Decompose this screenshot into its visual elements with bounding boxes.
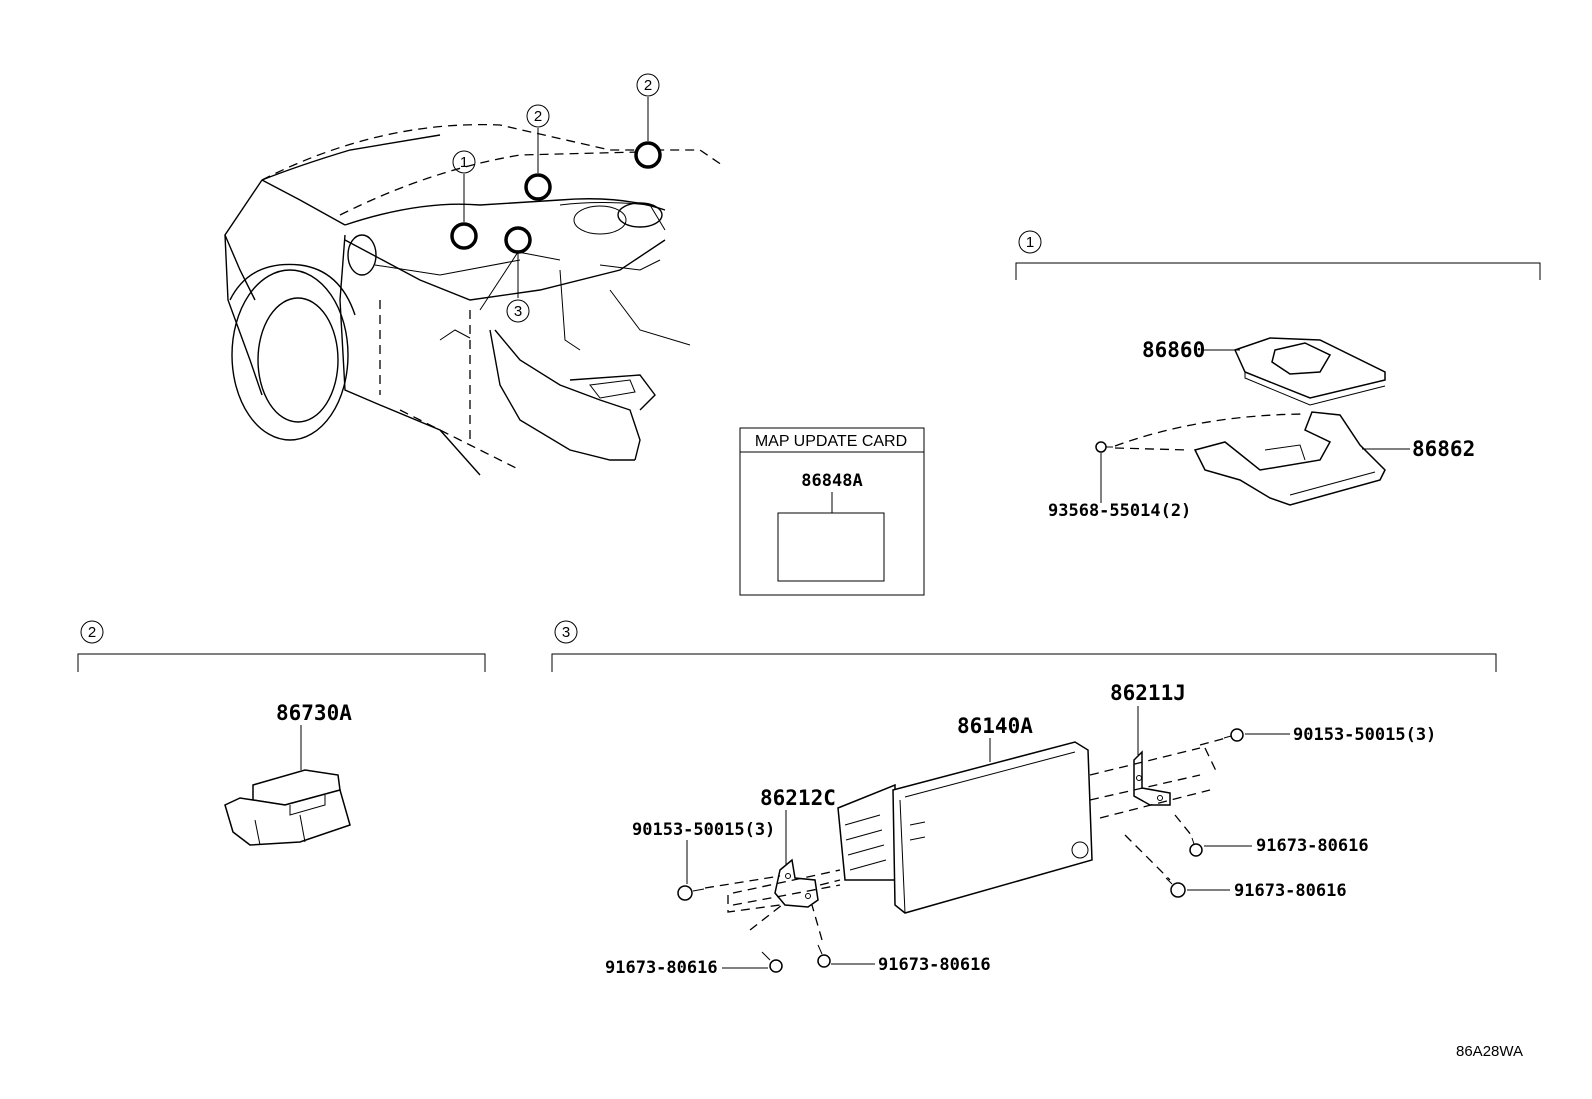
callout-1-top: 1 xyxy=(452,150,476,174)
module-86730A xyxy=(224,769,351,846)
svg-text:1: 1 xyxy=(1026,234,1034,251)
label-86860: 86860 xyxy=(1142,338,1205,362)
map-update-card-title: MAP UPDATE CARD xyxy=(755,433,907,450)
callout-3-top: 3 xyxy=(506,299,530,323)
label-91673-80616-bottom-left: 91673-80616 xyxy=(605,958,718,978)
label-91673-80616-right-2: 91673-80616 xyxy=(1234,881,1347,901)
map-update-card-box: MAP UPDATE CARD 86848A xyxy=(739,427,925,596)
section-3: 3 86140A 86211J 86 xyxy=(551,620,1497,978)
svg-text:2: 2 xyxy=(534,108,542,125)
svg-text:2: 2 xyxy=(88,624,96,641)
screw-left xyxy=(677,885,705,901)
label-86212C: 86212C xyxy=(760,786,836,810)
label-86140A: 86140A xyxy=(957,714,1033,738)
svg-text:3: 3 xyxy=(562,624,570,641)
bracket-86212C xyxy=(774,858,819,908)
display-unit-86140A xyxy=(837,741,1093,914)
label-93568-55014: 93568-55014(2) xyxy=(1048,501,1191,521)
label-86211J: 86211J xyxy=(1110,681,1186,705)
vehicle-interior-illustration xyxy=(224,97,723,476)
label-90153-50015-right: 90153-50015(3) xyxy=(1293,725,1436,745)
bolt-bottom-left xyxy=(761,951,783,973)
label-86862: 86862 xyxy=(1412,437,1475,461)
svg-text:1: 1 xyxy=(460,154,468,171)
bolt-right-2 xyxy=(1165,877,1186,898)
module-86860 xyxy=(1233,337,1386,406)
label-90153-50015-left: 90153-50015(3) xyxy=(632,820,775,840)
bracket-86211J xyxy=(1133,750,1171,806)
callout-2-top-b: 2 xyxy=(636,73,660,97)
label-86730A: 86730A xyxy=(276,701,352,725)
callout-2-top-a: 2 xyxy=(526,104,550,128)
bracket-86862 xyxy=(1193,411,1386,506)
label-91673-80616-bottom-mid: 91673-80616 xyxy=(878,955,991,975)
svg-text:2: 2 xyxy=(644,77,652,94)
section-2: 2 86730A xyxy=(77,620,486,846)
screw-93568-55014 xyxy=(1095,441,1113,453)
screw-right-top xyxy=(1223,728,1244,742)
bolt-right-1 xyxy=(1189,837,1203,857)
label-91673-80616-right-1: 91673-80616 xyxy=(1256,836,1369,856)
diagram-code: 86A28WA xyxy=(1456,1043,1523,1060)
map-update-card-part: 86848A xyxy=(801,471,862,491)
rear-vent-grid xyxy=(844,814,887,871)
section-1: 1 86860 86862 93568-55014(2) xyxy=(1015,230,1541,521)
svg-text:3: 3 xyxy=(514,303,522,320)
bolt-bottom-mid xyxy=(817,944,831,968)
